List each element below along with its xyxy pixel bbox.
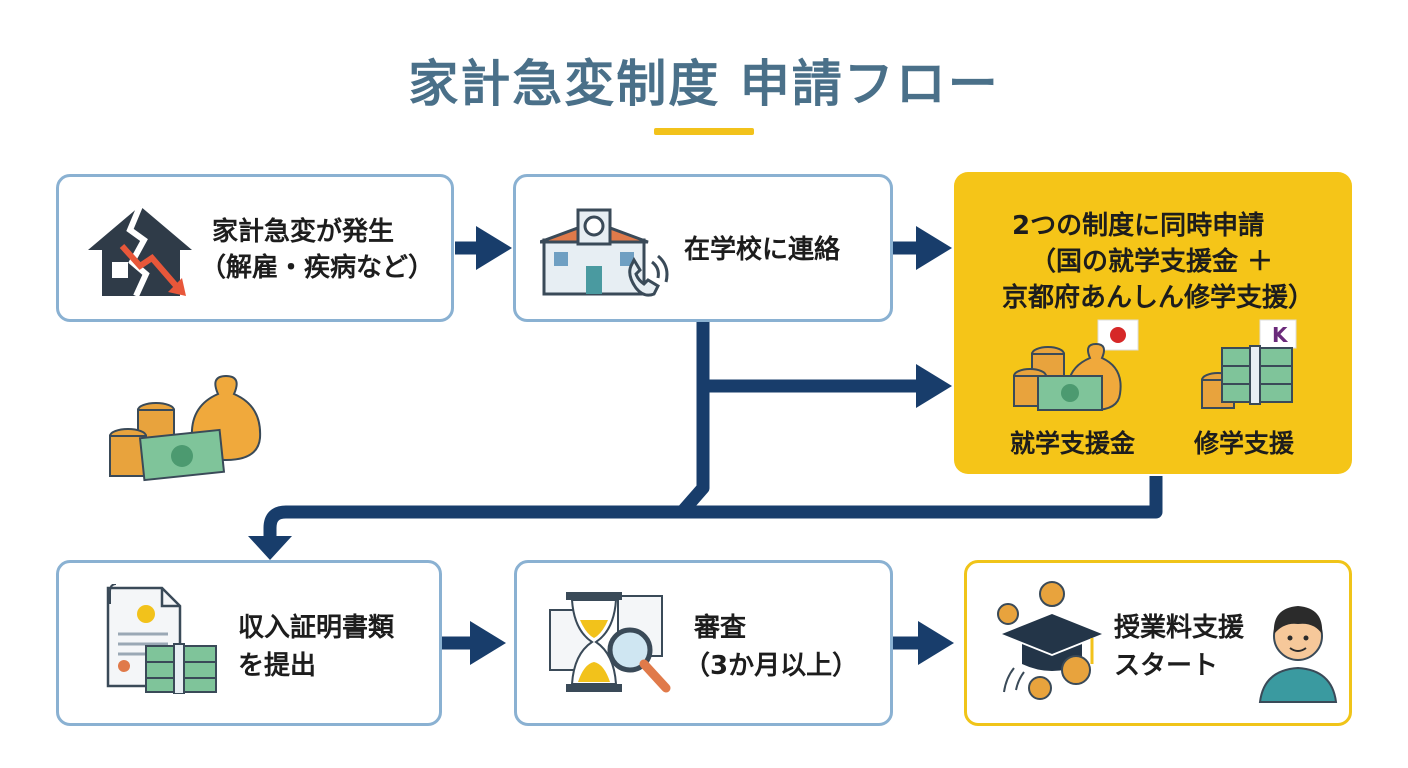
k-flag-icon: K: [1272, 323, 1289, 347]
certificate-icon: [106, 584, 217, 694]
arrow-head-3: [916, 364, 952, 408]
apply-item-right-label: 修学支援: [1194, 429, 1295, 458]
step-review-line2: （3か月以上）: [684, 651, 859, 681]
graduation-coins-icon: [997, 581, 1102, 700]
hourglass-magnifier-icon: [549, 592, 671, 693]
step-occur-line2: （解雇・疾病など）: [200, 253, 435, 283]
school-phone-icon: [540, 208, 669, 297]
cash-stack-icon: K: [1201, 319, 1297, 409]
page-title: 家計急変制度 申請フロー: [408, 55, 1000, 113]
step-apply-line1: 2つの制度に同時申請: [1012, 211, 1265, 241]
arrow-head-2: [916, 226, 952, 270]
arrow-head-1: [476, 226, 512, 270]
title-underline: [654, 128, 754, 135]
broken-house-icon: [88, 204, 192, 298]
step-documents-line1: 収入証明書類: [238, 613, 395, 643]
step-review-line1: 審査: [694, 613, 747, 643]
arrow-head-4: [470, 621, 506, 665]
step-start-line1: 授業料支援: [1114, 613, 1245, 643]
apply-item-left-label: 就学支援金: [1010, 429, 1136, 458]
step-apply-line2: （国の就学支援金 ＋: [1030, 247, 1274, 277]
arrow-head-5: [918, 621, 954, 665]
step-occur-line1: 家計急変が発生: [212, 217, 395, 247]
student-avatar-icon: [1258, 606, 1338, 703]
japan-flag-icon: [1110, 327, 1126, 343]
step-apply-line3: 京都府あんしん修学支援）: [1002, 283, 1315, 313]
step-start-line2: スタート: [1114, 651, 1219, 681]
step-contact-line1: 在学校に連絡: [684, 235, 841, 265]
money-bag-coins-icon: [1013, 319, 1139, 412]
arrow-head-down: [248, 536, 292, 560]
money-bag-icon: [109, 374, 262, 482]
step-documents-line2: を提出: [238, 651, 317, 681]
